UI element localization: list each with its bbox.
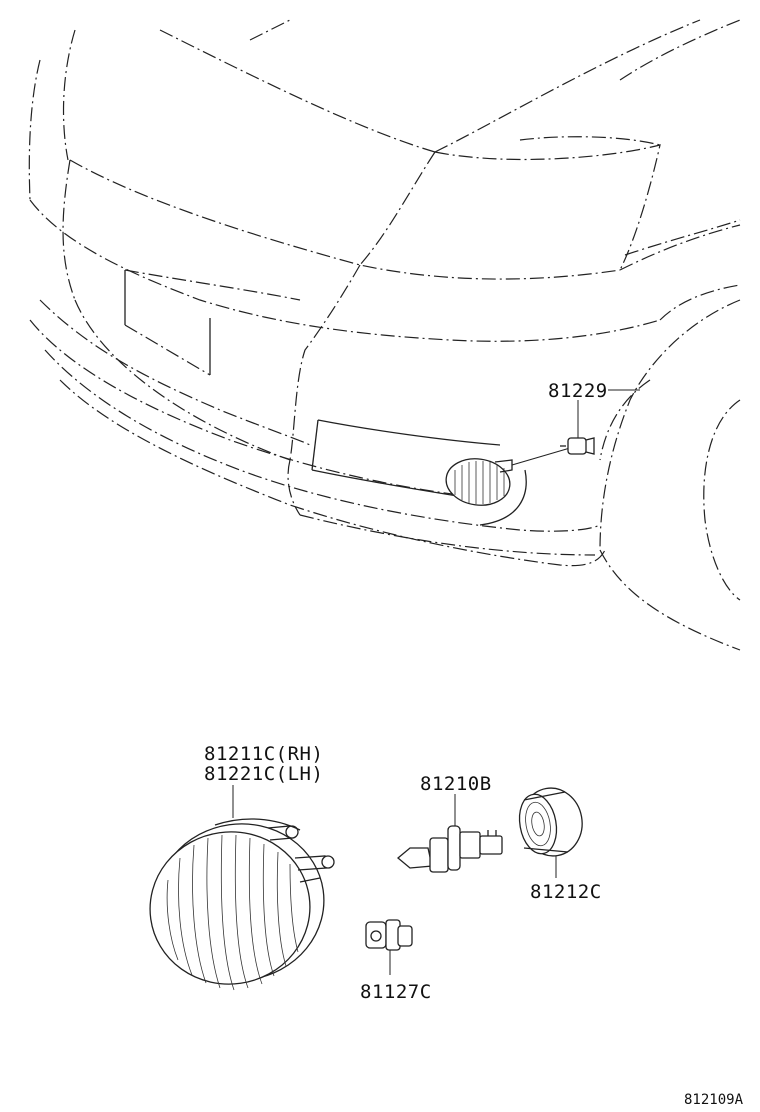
fog-lamp-assembly xyxy=(149,818,335,991)
socket-81212c xyxy=(518,787,583,857)
part-label-81211c: 81211C(RH) xyxy=(204,743,323,765)
bulb-81210b xyxy=(396,825,503,873)
socket-81127c xyxy=(365,919,413,951)
socket-81229 xyxy=(560,400,595,455)
installed-fog-lamp xyxy=(445,447,571,506)
part-label-81229: 81229 xyxy=(548,380,608,402)
figure-code: 812109A xyxy=(684,1092,744,1108)
part-label-81221c: 81221C(LH) xyxy=(204,763,323,785)
vehicle-outline xyxy=(28,19,741,651)
part-label-81210b: 81210B xyxy=(420,773,492,795)
part-label-81212c: 81212C xyxy=(530,881,602,903)
part-label-81127c: 81127C xyxy=(360,981,432,1003)
